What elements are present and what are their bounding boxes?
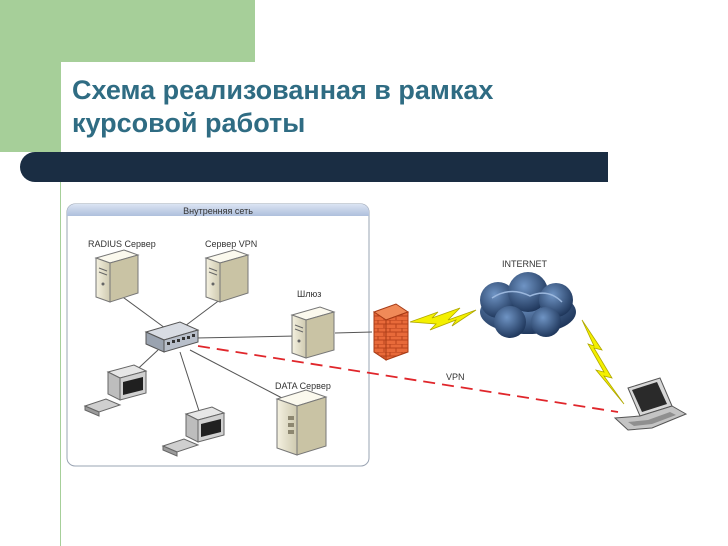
firewall-icon — [372, 303, 410, 361]
cloud-icon — [480, 272, 576, 338]
radius-server-label: RADIUS Сервер — [88, 239, 156, 249]
vpn-server-node: Сервер VPN — [204, 239, 257, 303]
title-underline-bar — [20, 152, 608, 182]
gateway-node: Шлюз — [290, 289, 336, 359]
workstation-node — [161, 406, 226, 457]
internet-label: INTERNET — [502, 259, 548, 269]
server-icon — [275, 389, 328, 456]
slide-title: Схема реализованная в рамках курсовой ра… — [72, 75, 494, 138]
switch-node — [144, 321, 200, 353]
server-icon — [94, 249, 140, 303]
data-server-label: DATA Сервер — [275, 381, 331, 391]
remote-laptop-node — [613, 377, 688, 431]
gateway-label: Шлюз — [297, 289, 321, 299]
workstation-node — [83, 364, 148, 417]
radius-server-node: RADIUS Сервер — [88, 239, 156, 303]
internet-node: INTERNET — [480, 259, 576, 338]
server-icon — [290, 306, 336, 359]
vpn-tunnel-line — [197, 345, 619, 413]
title-background — [61, 62, 641, 152]
monitor-icon — [161, 406, 226, 457]
lightning-icon — [409, 307, 477, 331]
vpn-server-label: Сервер VPN — [205, 239, 257, 249]
data-server-node: DATA Сервер — [275, 381, 331, 456]
server-icon — [204, 249, 250, 303]
monitor-icon — [83, 364, 148, 417]
group-label: Внутренняя сеть — [183, 206, 253, 216]
switch-icon — [144, 321, 200, 353]
lightning-icon — [581, 319, 625, 405]
decorative-green-line — [60, 0, 61, 546]
firewall-node — [372, 303, 410, 361]
laptop-icon — [613, 377, 688, 431]
vpn-label: VPN — [446, 372, 465, 382]
